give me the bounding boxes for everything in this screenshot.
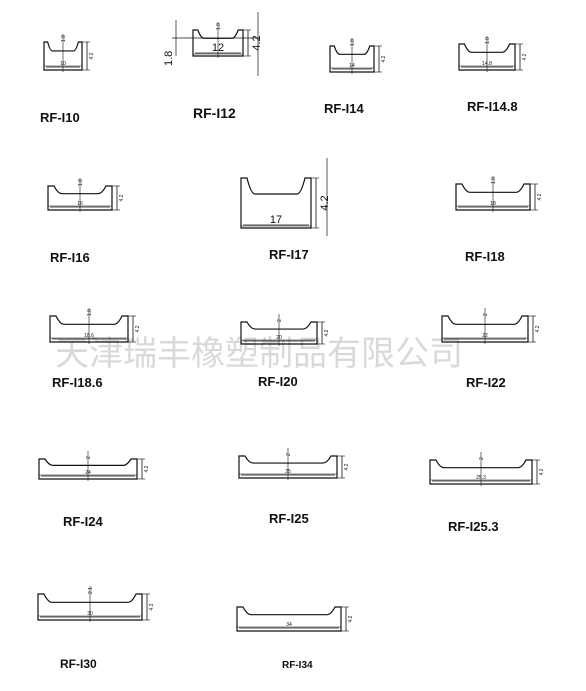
height-label: 4.2 bbox=[119, 194, 125, 201]
mid-label: 1.8 bbox=[491, 177, 497, 184]
profile-outline bbox=[429, 459, 533, 485]
profile-name: RF-I24 bbox=[63, 514, 104, 529]
profile-outline bbox=[329, 45, 375, 73]
mid-label: 2 bbox=[277, 319, 283, 322]
profile-outline bbox=[240, 177, 312, 229]
height-label: 4.2 bbox=[144, 465, 150, 472]
mid-label-large: 1.8 bbox=[163, 51, 175, 66]
profile-outline bbox=[240, 321, 318, 345]
profile-outline bbox=[236, 606, 342, 632]
profile-name: RF-I14 bbox=[324, 101, 365, 116]
height-label: 4.2 bbox=[381, 55, 387, 62]
height-label: 4.2 bbox=[324, 329, 330, 336]
profile-outline bbox=[238, 455, 338, 479]
height-label: 4.2 bbox=[344, 463, 350, 470]
profile-name: RF-I20 bbox=[258, 374, 298, 389]
width-label: 17 bbox=[270, 214, 282, 226]
mid-label: 2 bbox=[286, 453, 292, 456]
profile-name: RF-I12 bbox=[193, 105, 236, 121]
height-label: 4.2 bbox=[535, 325, 541, 332]
profile-name: RF-I34 bbox=[282, 660, 313, 671]
profile-name: RF-I30 bbox=[60, 657, 97, 671]
profile-rf-i12: 121.84.21.8RF-I12 bbox=[163, 12, 263, 121]
profile-name: RF-I18.6 bbox=[52, 375, 103, 390]
profile-outline bbox=[43, 41, 83, 71]
profile-name: RF-I22 bbox=[466, 375, 506, 390]
profile-name: RF-I16 bbox=[50, 250, 90, 265]
mid-label: 2 bbox=[479, 457, 485, 460]
profile-rf-i25-3: 25.324.2RF-I25.3 bbox=[429, 452, 545, 534]
profile-name: RF-I14.8 bbox=[467, 99, 518, 114]
profile-rf-i18-6: 18.61.84.2RF-I18.6 bbox=[49, 308, 141, 390]
profile-name: RF-I17 bbox=[269, 247, 309, 262]
height-label: 4.2 bbox=[319, 195, 331, 210]
mid-label: 1.8 bbox=[61, 35, 67, 42]
profile-outline bbox=[49, 315, 129, 343]
profile-rf-i14-8: 14.81.84.2RF-I14.8 bbox=[458, 36, 528, 114]
profile-outline bbox=[47, 185, 113, 211]
profile-rf-i17: 17 4.2RF-I17 bbox=[240, 158, 331, 262]
mid-label: 2.1 bbox=[88, 587, 94, 594]
height-label: 4.2 bbox=[539, 468, 545, 475]
profile-name: RF-I25 bbox=[269, 511, 309, 526]
mid-label: 1.8 bbox=[216, 23, 222, 30]
profile-outline bbox=[455, 183, 531, 211]
profile-outline bbox=[458, 43, 516, 71]
mid-label: 1.8 bbox=[485, 37, 491, 44]
profile-rf-i14: 141.84.2RF-I14 bbox=[324, 38, 387, 116]
profile-outline bbox=[37, 593, 143, 621]
profile-name: RF-I18 bbox=[465, 249, 505, 264]
width-label: 34 bbox=[286, 622, 292, 628]
profile-rf-i30: 302.14.2RF-I30 bbox=[37, 586, 155, 671]
profile-rf-i10: 101.84.2RF-I10 bbox=[40, 34, 95, 125]
profile-name: RF-I25.3 bbox=[448, 519, 499, 534]
height-label: 4.2 bbox=[537, 193, 543, 200]
profile-rf-i18: 181.84.2RF-I18 bbox=[455, 176, 543, 264]
height-label: 4.2 bbox=[522, 53, 528, 60]
mid-label: 1.8 bbox=[350, 39, 356, 46]
profile-outline bbox=[441, 315, 529, 343]
mid-label: 1.8 bbox=[78, 179, 84, 186]
height-label: 4.2 bbox=[149, 603, 155, 610]
height-label: 4.2 bbox=[135, 325, 141, 332]
profile-rf-i34: 34 4.2RF-I34 bbox=[236, 606, 354, 671]
mid-label: 2 bbox=[86, 456, 92, 459]
profile-name: RF-I10 bbox=[40, 110, 80, 125]
height-label: 4.2 bbox=[251, 35, 263, 50]
mid-label: 2 bbox=[483, 313, 489, 316]
profile-rf-i16: 161.84.2RF-I16 bbox=[47, 178, 125, 265]
profile-outline bbox=[38, 458, 138, 480]
height-label: 4.2 bbox=[89, 52, 95, 59]
mid-label: 1.8 bbox=[87, 309, 93, 316]
height-label: 4.2 bbox=[348, 615, 354, 622]
